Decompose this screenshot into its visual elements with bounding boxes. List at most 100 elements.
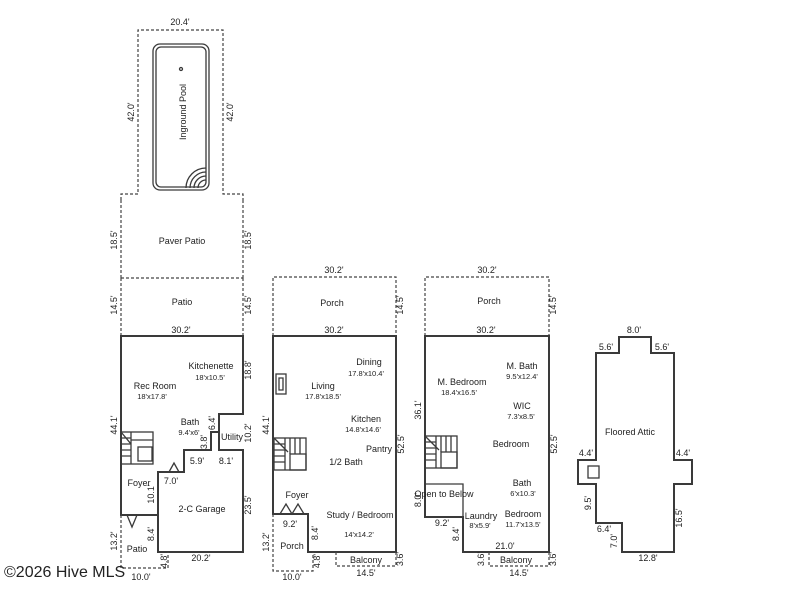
attic-top-right-dim: 5.6' bbox=[655, 342, 670, 352]
main-porch-bottom-dim: 30.2' bbox=[324, 325, 344, 335]
upper-porch-bottom-dim: 30.2' bbox=[476, 325, 496, 335]
lower-bath-h-dim: 6.4' bbox=[207, 416, 217, 431]
room-master-bath-size: 9.5'x12.4' bbox=[506, 372, 538, 381]
room-study-size-value: 14'x14.2' bbox=[344, 530, 374, 539]
room-master-bedroom: M. Bedroom bbox=[437, 377, 486, 387]
room-kitchen-size: 14.8'x14.6' bbox=[345, 425, 381, 434]
upper-balcony-right-dim: 3.6' bbox=[548, 552, 558, 567]
room-kitchenette-size: 18'x10.5' bbox=[195, 373, 225, 382]
rear-patio-label: Patio bbox=[172, 297, 193, 307]
paver-patio: Paver Patio 18.5' 18.5' bbox=[109, 200, 253, 279]
attic-left-bump-dim: 4.4' bbox=[579, 448, 594, 458]
room-living: Living bbox=[311, 381, 335, 391]
attic-label: Floored Attic bbox=[605, 427, 656, 437]
room-bath-upper-size: 6'x10.3' bbox=[510, 489, 536, 498]
room-pantry: Pantry bbox=[366, 444, 393, 454]
room-kitchenette: Kitchenette bbox=[188, 361, 233, 371]
lower-right-top-dim: 18.8' bbox=[243, 360, 253, 380]
upper-balcony-w-dim: 14.5' bbox=[509, 568, 529, 578]
room-patio-lower: Patio bbox=[127, 544, 148, 554]
pool-width-dim: 20.4' bbox=[170, 17, 190, 27]
room-half-bath: 1/2 Bath bbox=[329, 457, 363, 467]
attic-top-dim: 8.0' bbox=[627, 325, 642, 335]
main-porch-step-dim: 8.4' bbox=[310, 526, 320, 541]
main-balcony-w-dim: 14.5' bbox=[356, 568, 376, 578]
room-study: Study / Bedroom bbox=[326, 510, 393, 520]
attic-step-h-dim: 7.0' bbox=[609, 534, 619, 549]
lower-patio-bottom-dim: 10.0' bbox=[131, 572, 151, 582]
room-laundry: Laundry bbox=[465, 511, 498, 521]
room-rec-room: Rec Room bbox=[134, 381, 177, 391]
room-rec-room-size: 18'x17.8' bbox=[137, 392, 167, 401]
room-open-to-below: Open to Below bbox=[414, 489, 474, 499]
room-laundry-size: 8'x5.9' bbox=[469, 521, 491, 530]
room-dining-size: 17.8'x10.4' bbox=[348, 369, 384, 378]
lower-garage-w1-dim: 5.9' bbox=[190, 456, 205, 466]
rear-patio: Patio 14.5' 14.5' 30.2' bbox=[109, 278, 253, 336]
lower-patio-step-dim: 4.8' bbox=[159, 554, 169, 569]
stairs-icon bbox=[424, 435, 458, 469]
main-foyer-w-dim: 9.2' bbox=[283, 519, 298, 529]
upper-left-dim: 36.1' bbox=[413, 400, 423, 420]
main-porch-step2-dim: 4.8' bbox=[312, 554, 322, 569]
attic-label-text: Floored Attic bbox=[605, 427, 656, 437]
lower-patio-left-dim: 13.2' bbox=[109, 531, 119, 551]
room-balcony-upper: Balcony bbox=[500, 555, 533, 565]
lower-bath-step-dim: 3.8' bbox=[199, 435, 209, 450]
room-bath-size: 9.4'x6' bbox=[178, 428, 200, 437]
attic-left-lower-dim: 9.5' bbox=[583, 496, 593, 511]
pool-right-dim: 42.0' bbox=[225, 102, 235, 122]
attic-bottom-dim: 12.8' bbox=[638, 553, 658, 563]
lower-foyer-h-dim: 10.1' bbox=[146, 484, 156, 504]
lower-level: Rec Room 18'x17.8' Kitchenette 18'x10.5'… bbox=[109, 335, 253, 582]
room-bath: Bath bbox=[181, 417, 200, 427]
room-study-size: 14'x14.2' bbox=[344, 530, 374, 539]
room-foyer-main: Foyer bbox=[285, 490, 308, 500]
main-balcony-h-dim: 3.6' bbox=[395, 552, 405, 567]
pool-left-dim: 42.0' bbox=[126, 102, 136, 122]
room-bedroom-2: Bedroom bbox=[493, 439, 530, 449]
room-bedroom-3-size: 11.7'x13.5' bbox=[505, 520, 541, 529]
attic-step-w-dim: 6.4' bbox=[597, 524, 612, 534]
upper-right-dim: 52.5' bbox=[549, 434, 559, 454]
attic: Floored Attic 8.0' 5.6' 5.6' 4.4' 4.4' 9… bbox=[577, 325, 693, 563]
upper-laundry-step-dim: 8.4' bbox=[451, 527, 461, 542]
upper-porch-top-dim: 30.2' bbox=[477, 265, 497, 275]
paver-patio-label: Paver Patio bbox=[159, 236, 206, 246]
lower-garage-door-dim: 7.0' bbox=[164, 476, 179, 486]
upper-porch-label: Porch bbox=[477, 296, 501, 306]
room-bedroom-3: Bedroom bbox=[505, 509, 542, 519]
pool-label: Inground Pool bbox=[178, 84, 188, 140]
room-living-size: 17.8'x18.5' bbox=[305, 392, 341, 401]
rear-patio-bottom-dim: 30.2' bbox=[171, 325, 191, 335]
upper-porch-right-dim: 14.5' bbox=[548, 295, 558, 315]
main-porch-h-dim: 13.2' bbox=[261, 532, 271, 552]
stairs-icon bbox=[120, 431, 154, 465]
room-wic-size: 7.3'x8.5' bbox=[507, 412, 535, 421]
room-kitchen: Kitchen bbox=[351, 414, 381, 424]
room-garage: 2-C Garage bbox=[178, 504, 225, 514]
attic-right-lower-dim: 16.5' bbox=[674, 508, 684, 528]
upper-balcony-left-dim: 3.6' bbox=[476, 552, 486, 567]
main-porch-bottom-dim: 10.0' bbox=[282, 572, 302, 582]
lower-garage-h-dim: 23.5' bbox=[243, 495, 253, 515]
upper-open-w-dim: 9.2' bbox=[435, 518, 450, 528]
room-wic: WIC bbox=[513, 401, 531, 411]
main-level: 30.2' Porch 14.5' 30.2' Dining 17.8'x10.… bbox=[261, 265, 406, 582]
rear-patio-right-dim: 14.5' bbox=[243, 295, 253, 315]
rear-patio-left-dim: 14.5' bbox=[109, 295, 119, 315]
watermark: ©2026 Hive MLS bbox=[4, 564, 126, 581]
main-right-dim: 52.5' bbox=[396, 434, 406, 454]
paver-patio-right-dim: 18.5' bbox=[243, 230, 253, 250]
main-porch-top-dim: 30.2' bbox=[324, 265, 344, 275]
upper-open-h-dim: 8.0' bbox=[413, 493, 423, 508]
pool-area: Inground Pool 20.4' 42.0' 42.0' bbox=[120, 17, 244, 200]
room-master-bedroom-size: 18.4'x16.5' bbox=[441, 388, 477, 397]
room-bath-upper: Bath bbox=[513, 478, 532, 488]
lower-garage-bottom-dim: 20.2' bbox=[191, 553, 211, 563]
lower-garage-w2-dim: 8.1' bbox=[219, 456, 234, 466]
upper-level: 30.2' Porch 14.5' 30.2' M. Bedroom 18.4'… bbox=[413, 265, 559, 578]
room-foyer: Foyer bbox=[127, 478, 150, 488]
upper-bottom-dim: 21.0' bbox=[495, 541, 515, 551]
